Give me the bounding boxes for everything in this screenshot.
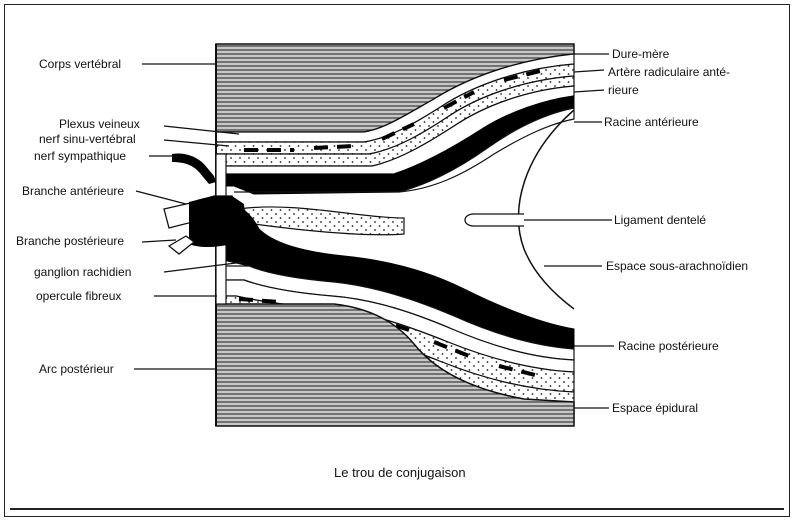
outer-frame [4, 4, 790, 517]
spinal-nerve-trunk [189, 195, 246, 247]
leader-branche-posterieure [141, 239, 177, 243]
label-ligament-dentele: Ligament dentelé [614, 213, 706, 227]
label-dure-mere: Dure-mère [612, 47, 670, 61]
leader-branche-anterieure [135, 190, 187, 205]
label-nerf-sympathique: nerf sympathique [34, 149, 126, 163]
dentate-ligament [464, 213, 524, 227]
label-espace-epidural: Espace épidural [612, 401, 698, 415]
label-espace-sous-arachnoidien: Espace sous-arachnoïdien [606, 259, 748, 273]
leader-ganglion [163, 261, 245, 273]
leader-nerf-sinu-vertebral [163, 139, 230, 147]
label-artere-radiculaire-1: Artère radiculaire anté- [608, 65, 730, 79]
dural-sleeve-upper [234, 107, 575, 193]
label-branche-anterieure: Branche antérieure [22, 184, 124, 198]
label-branche-posterieure: Branche postérieure [16, 234, 124, 248]
label-racine-posterieure: Racine postérieure [618, 339, 719, 353]
label-opercule-fibreux: opercule fibreux [36, 289, 121, 303]
label-arc-posterieur: Arc postérieur [39, 362, 114, 376]
leader-artere2 [573, 89, 605, 93]
label-corps-vertebral: Corps vertébral [39, 57, 121, 71]
radicular-artery [244, 68, 545, 152]
label-artere-radiculaire-2: rieure [608, 83, 639, 97]
label-nerf-sinu-vertebral: nerf sinu-vertébral [39, 132, 136, 146]
label-racine-anterieure: Racine antérieure [604, 115, 699, 129]
figure-frame: Corps vertébral Plexus veineux nerf sinu… [4, 4, 790, 517]
posterior-arch [215, 303, 575, 427]
diagram-canvas: Corps vertébral Plexus veineux nerf sinu… [4, 4, 790, 517]
sympathetic-nerve [172, 153, 216, 184]
figure-caption: Le trou de conjugaison [334, 465, 466, 480]
leader-artere [573, 69, 605, 73]
label-plexus-veineux: Plexus veineux [59, 117, 140, 131]
ganglion-sheath [238, 206, 405, 236]
leader-plexus-veineux [163, 125, 240, 135]
subarachnoid-boundary [517, 109, 575, 310]
label-ganglion-rachidien: ganglion rachidien [34, 265, 131, 279]
posterior-ramus [167, 235, 196, 255]
